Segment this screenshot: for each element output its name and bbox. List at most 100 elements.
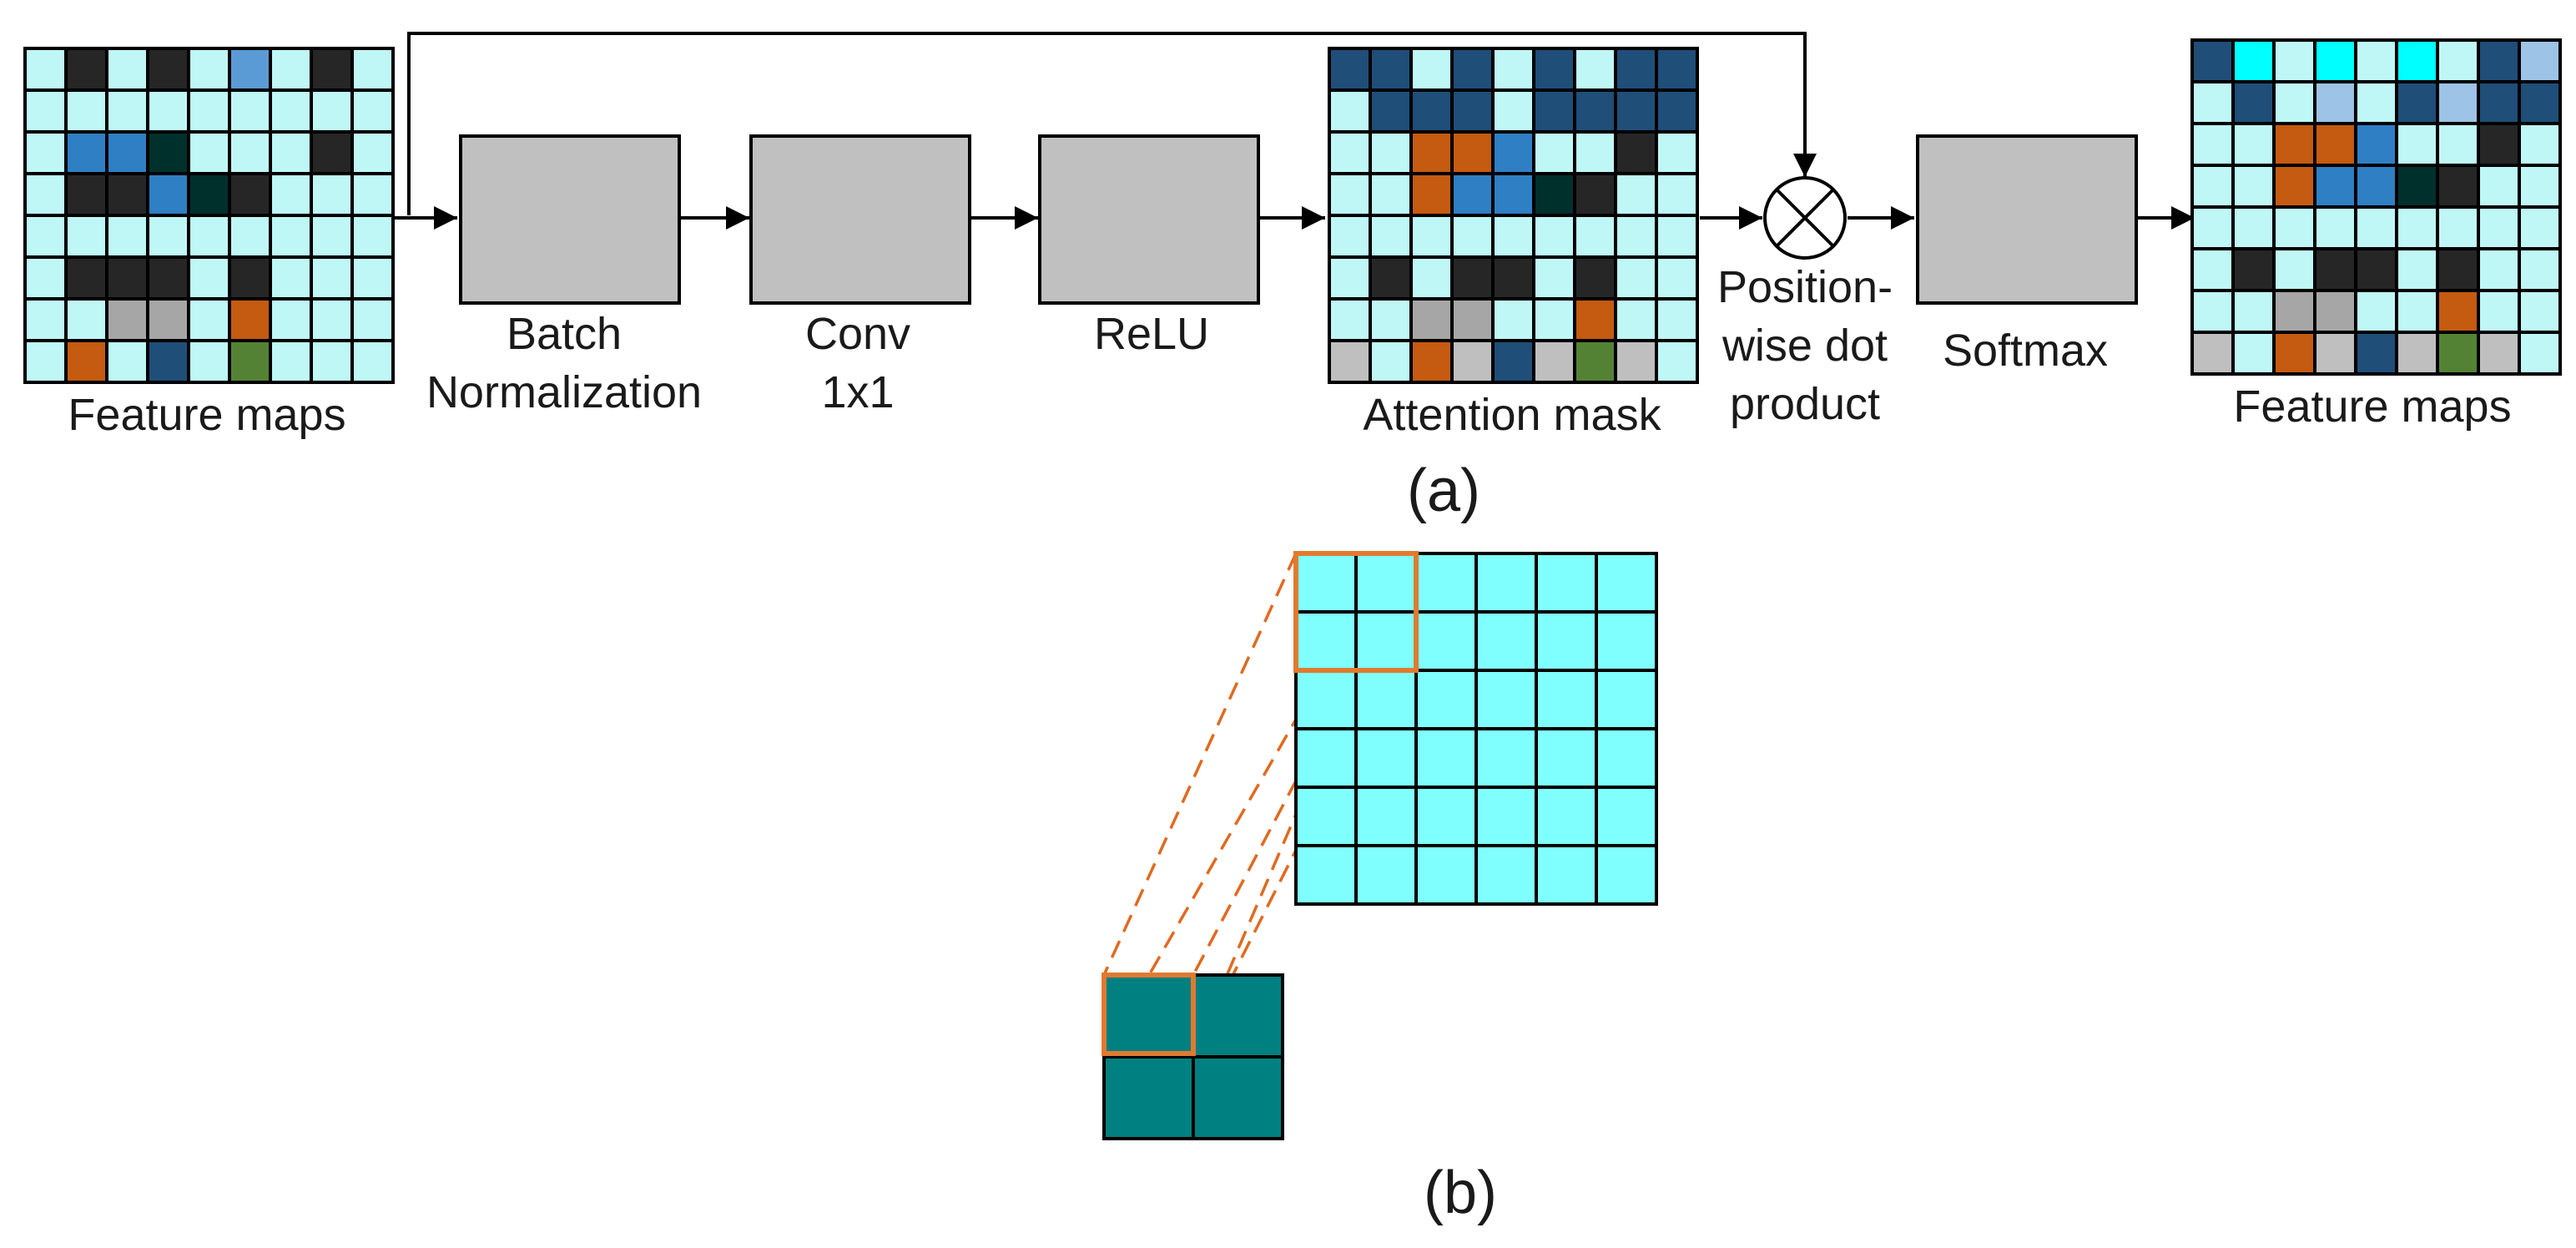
attention-mask-cell [1328,339,1372,384]
attention-mask-cell [1328,255,1372,301]
feature-map-cell [146,339,190,384]
softmax-label: Softmax [1943,326,2108,376]
feature-map-cell [228,339,272,384]
feature-map-cell [2313,205,2357,250]
attention-mask-cell [1328,297,1372,342]
large-grid-cell [1414,669,1478,730]
feature-map-cell [105,47,149,92]
attention-mask-cell [1369,47,1413,92]
attention-mask-cell [1532,47,1576,92]
feature-map-cell [2190,205,2235,250]
small-grid-cell [1192,1055,1284,1140]
attention-mask-cell [1409,172,1454,217]
large-grid-cell [1414,610,1478,672]
attention-mask-cell [1532,255,1576,301]
feature-map-cell [2313,80,2357,125]
attention-mask-cell [1655,172,1699,217]
feature-map-cell [269,255,313,301]
feature-map-cell [2231,247,2276,292]
output-feature-map-grid [2190,38,2562,376]
attention-mask-cell [1655,214,1699,259]
attention-mask-cell [1369,339,1413,384]
small-grid-cell-highlight [1101,973,1196,1056]
feature-map-cell [2190,331,2235,376]
batch-norm-box [459,134,681,305]
attention-mask-cell [1450,47,1495,92]
feature-map-cell [2272,122,2316,167]
large-grid-cell [1475,552,1538,614]
feature-map-cell [2313,38,2357,83]
attention-mask-cell [1532,88,1576,134]
input-feature-map-grid [23,47,395,384]
attention-mask-cell [1655,255,1699,301]
attention-mask-cell [1409,297,1454,342]
feature-map-cell [2436,289,2480,334]
attention-mask-cell [1655,339,1699,384]
panel-b-caption: (b) [1424,1160,1497,1226]
feature-map-cell [2477,122,2521,167]
feature-map-cell [269,88,313,134]
relu-box [1038,134,1260,305]
conv-box [749,134,971,305]
feature-map-cell [2395,289,2439,334]
feature-map-cell [2436,205,2480,250]
feature-map-cell [2395,80,2439,125]
large-grid-cell [1595,610,1658,672]
feature-map-cell [2354,289,2398,334]
feature-map-cell [2436,164,2480,209]
large-grid-cell [1294,610,1358,672]
feature-map-cell [105,172,149,217]
feature-map-cell [64,339,108,384]
feature-map-cell [2518,80,2562,125]
large-grid-cell [1595,669,1658,730]
feature-map-cell [2313,122,2357,167]
attention-mask-cell [1409,47,1454,92]
feature-map-cell [2313,289,2357,334]
feature-map-cell [228,47,272,92]
attention-mask-cell [1369,214,1413,259]
feature-map-cell [187,88,231,134]
large-grid-cell [1294,669,1358,730]
attention-mask-cell [1614,214,1658,259]
feature-map-cell [350,172,395,217]
feature-map-cell [2436,38,2480,83]
attention-mask-cell [1450,297,1495,342]
feature-map-cell [2354,164,2398,209]
feature-map-cell [2231,38,2276,83]
large-grid-cell [1414,786,1478,847]
attention-mask-cell [1450,88,1495,134]
feature-map-cell [187,47,231,92]
feature-map-cell [64,214,108,259]
feature-map-cell [2313,164,2357,209]
large-input-grid [1294,552,1658,906]
product-label-line1: Position- [1717,262,1893,312]
large-grid-cell [1354,786,1418,847]
feature-map-cell [2354,80,2398,125]
attention-mask-cell [1409,214,1454,259]
feature-map-cell [310,172,354,217]
feature-map-cell [350,297,395,342]
feature-map-cell [310,339,354,384]
feature-map-cell [146,130,190,175]
feature-map-cell [2477,331,2521,376]
feature-map-cell [2190,38,2235,83]
small-output-grid [1102,973,1284,1140]
large-grid-cell [1595,844,1658,906]
feature-map-cell [2354,122,2398,167]
attention-mask-cell [1409,339,1454,384]
feature-map-cell [187,255,231,301]
feature-map-cell [146,255,190,301]
large-grid-cell [1475,727,1538,789]
product-label-line3: product [1730,379,1880,429]
feature-map-cell [2395,247,2439,292]
attention-mask-cell [1491,47,1535,92]
conv-label-line2: 1x1 [821,367,894,417]
output-feature-map-label: Feature maps [2233,381,2511,432]
feature-map-cell [64,172,108,217]
multiply-operator-icon [1763,176,1847,260]
input-feature-map-label: Feature maps [68,390,345,440]
feature-map-cell [2190,164,2235,209]
feature-map-cell [350,47,395,92]
attention-mask-cell [1491,339,1535,384]
